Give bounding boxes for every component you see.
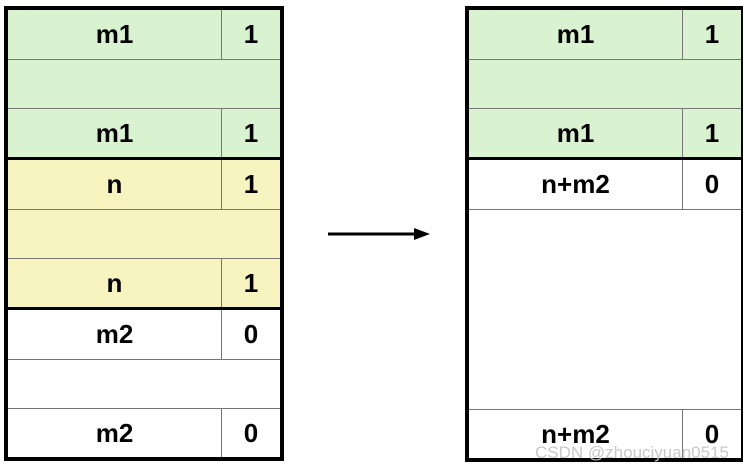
block-coalesced-free: n+m2 0 n+m2 0	[469, 157, 741, 458]
footer-size: m1	[95, 117, 134, 148]
block-header: m1 1	[8, 10, 280, 59]
block-footer: n+m2 0	[469, 409, 741, 458]
header-alloc-bit: 0	[682, 160, 741, 209]
block-header: m1 1	[469, 10, 741, 59]
block-payload	[8, 359, 280, 408]
header-alloc-bit: 1	[221, 10, 280, 59]
block-payload	[8, 209, 280, 258]
footer-size: n	[106, 267, 123, 298]
block-header: m2 0	[8, 310, 280, 359]
footer-size: n+m2	[541, 418, 610, 449]
footer-alloc-bit: 1	[221, 109, 280, 157]
block-m1-allocated: m1 1 m1 1	[8, 10, 280, 157]
block-footer: m1 1	[8, 108, 280, 157]
heap-before: m1 1 m1 1 n 1 n 1 m2 0 m2 0	[4, 6, 284, 461]
block-footer: m2 0	[8, 408, 280, 457]
block-header: n+m2 0	[469, 160, 741, 209]
header-size: m2	[95, 319, 134, 349]
right-arrow-icon	[328, 228, 430, 240]
footer-alloc-bit: 1	[682, 109, 741, 157]
header-size: n+m2	[541, 169, 610, 199]
footer-alloc-bit: 0	[682, 410, 741, 458]
header-size: m1	[95, 19, 134, 49]
footer-size: m1	[556, 117, 595, 148]
footer-size: m2	[95, 417, 134, 448]
header-size: m1	[556, 19, 595, 49]
block-header: n 1	[8, 160, 280, 209]
block-m2-free: m2 0 m2 0	[8, 307, 280, 457]
block-payload	[469, 209, 741, 409]
watermark: CSDN @zhouciyuan0515	[535, 443, 729, 462]
block-payload	[469, 59, 741, 108]
heap-after: m1 1 m1 1 n+m2 0 n+m2 0	[465, 6, 743, 462]
header-alloc-bit: 0	[221, 310, 280, 359]
footer-alloc-bit: 1	[221, 259, 280, 307]
block-n-being-freed: n 1 n 1	[8, 157, 280, 307]
block-footer: n 1	[8, 258, 280, 307]
header-alloc-bit: 1	[221, 160, 280, 209]
block-m1-allocated: m1 1 m1 1	[469, 10, 741, 157]
header-size: n	[106, 169, 123, 199]
block-footer: m1 1	[469, 108, 741, 157]
block-payload	[8, 59, 280, 108]
header-alloc-bit: 1	[682, 10, 741, 59]
footer-alloc-bit: 0	[221, 409, 280, 457]
